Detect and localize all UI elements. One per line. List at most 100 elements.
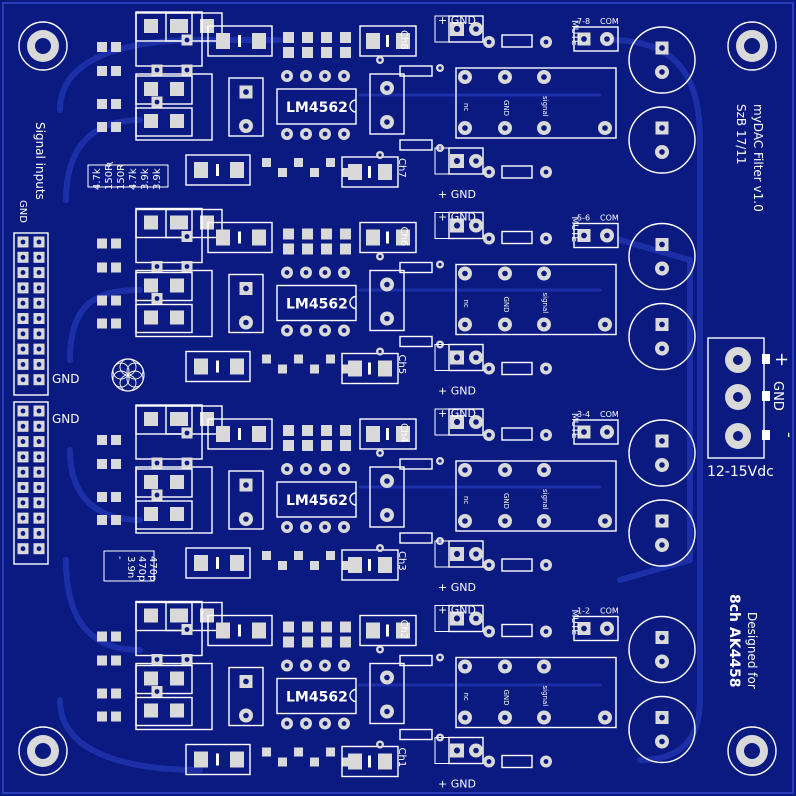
smd-capacitor-pad [340,440,351,451]
connector-pin [450,547,464,561]
connector-pin [450,611,464,626]
capacitor-pin [655,145,669,159]
output-connector-top[interactable] [434,211,484,240]
ic-pin [281,717,293,730]
smd-resistor-pad [111,122,121,132]
output-connector-top[interactable] [434,604,484,633]
mute-channels-label: 3-4 [577,410,590,419]
ic-pin [319,659,331,672]
header-pin [17,543,29,555]
capacitor-pad [348,360,362,377]
smd-pad-small [151,96,163,108]
value-note-line: 3.9k [152,168,163,190]
relay-pin [598,514,612,528]
mute-pin [577,425,591,439]
film-capacitor [341,745,399,778]
header-outline [13,401,49,565]
output-connector-bot[interactable] [434,540,484,568]
capacitor-pad [348,557,362,573]
smd-package-pad [170,475,184,489]
smd-resistor-pad [97,238,107,249]
smd-package-pad [174,608,188,623]
smd-capacitor-pad [302,228,313,240]
channel-label-bottom: Ch1 [396,748,407,768]
ic-pin [281,324,293,337]
plus-gnd-label-bottom: + GND [438,385,476,398]
ic-pin [338,717,350,730]
capacitor-pin [655,121,669,135]
capacitor-pin [655,434,669,448]
output-connector-top[interactable] [434,408,484,436]
smd-pad-tiny [310,364,319,374]
header-pin [33,527,45,539]
capacitor-pad [216,426,230,442]
power-connector[interactable] [707,337,770,459]
designed-for-line2: 8ch AK4458 [726,594,742,688]
smd-pad-tiny [278,561,287,570]
resistor-pad [239,512,253,526]
mute-header[interactable] [573,615,619,642]
relay-gnd-label: GND [502,297,510,313]
smd-outline [399,458,433,470]
plus-gnd-label-top: + GND [438,14,476,27]
smd-capacitor-pad [283,440,294,451]
smd-resistor-pad [97,655,107,666]
mute-label: MUTE [569,610,579,636]
capacitor-pad [230,358,244,375]
smd-outline [399,335,433,348]
capacitor-pin [655,734,669,749]
smd-capacitor-pad [283,621,294,633]
film-capacitor [341,352,399,385]
board-title: myDAC Filter v1.0 [751,104,765,212]
ic-label: LM4562 [286,690,348,706]
smd-capacitor-pad [340,32,351,43]
relay-pin [458,266,472,281]
board-version: SzB 17/11 [734,104,748,165]
electrolytic-capacitor [628,615,696,684]
smd-resistor-pad [97,122,107,132]
header-pin [17,451,29,463]
resistor-pad [239,675,253,688]
smd-pad-tiny [262,747,271,757]
ic-lm4562: LM4562 [276,284,357,322]
output-connector-bot[interactable] [434,343,484,372]
smd-resistor-pad [111,688,121,699]
header-pin [33,420,45,432]
signal-input-header-lower[interactable] [13,401,49,565]
header-pin [17,282,29,294]
film-capacitor [207,418,273,450]
mounting-hole [727,726,777,776]
smd-package-pad [144,703,158,718]
smd-pad-small [181,457,193,469]
smd-capacitor-pad [283,32,294,43]
header-pin [33,497,45,509]
smd-package-pad [144,114,158,128]
mute-header[interactable] [573,419,619,445]
plus-gnd-label-top: + GND [438,407,476,420]
designed-for-line1: Designed for [745,612,759,689]
output-connector-bot[interactable] [434,147,484,175]
relay-pin [537,710,551,725]
smd-package [135,696,193,727]
smd-pad-small [151,457,163,469]
output-connector-top[interactable] [434,15,484,43]
resistor-outline [228,470,264,530]
output-connector-bot[interactable] [434,736,484,765]
capacitor-pin [655,514,669,528]
connector-pin [469,22,483,36]
signal-input-header-upper[interactable] [13,232,49,396]
header-pin [33,466,45,478]
smd-package-pad [170,114,184,128]
relay-pin [458,659,472,674]
connector-pin [469,547,483,561]
smd-resistor-pad [111,42,121,52]
mute-pin [577,622,591,635]
smd-capacitor-pad [340,228,351,240]
relay-signal-label: signal [541,686,549,707]
smd-outline [399,728,433,741]
mute-header[interactable] [573,26,619,52]
mute-header[interactable] [573,222,619,249]
relay-nc-label: nc [462,693,470,701]
